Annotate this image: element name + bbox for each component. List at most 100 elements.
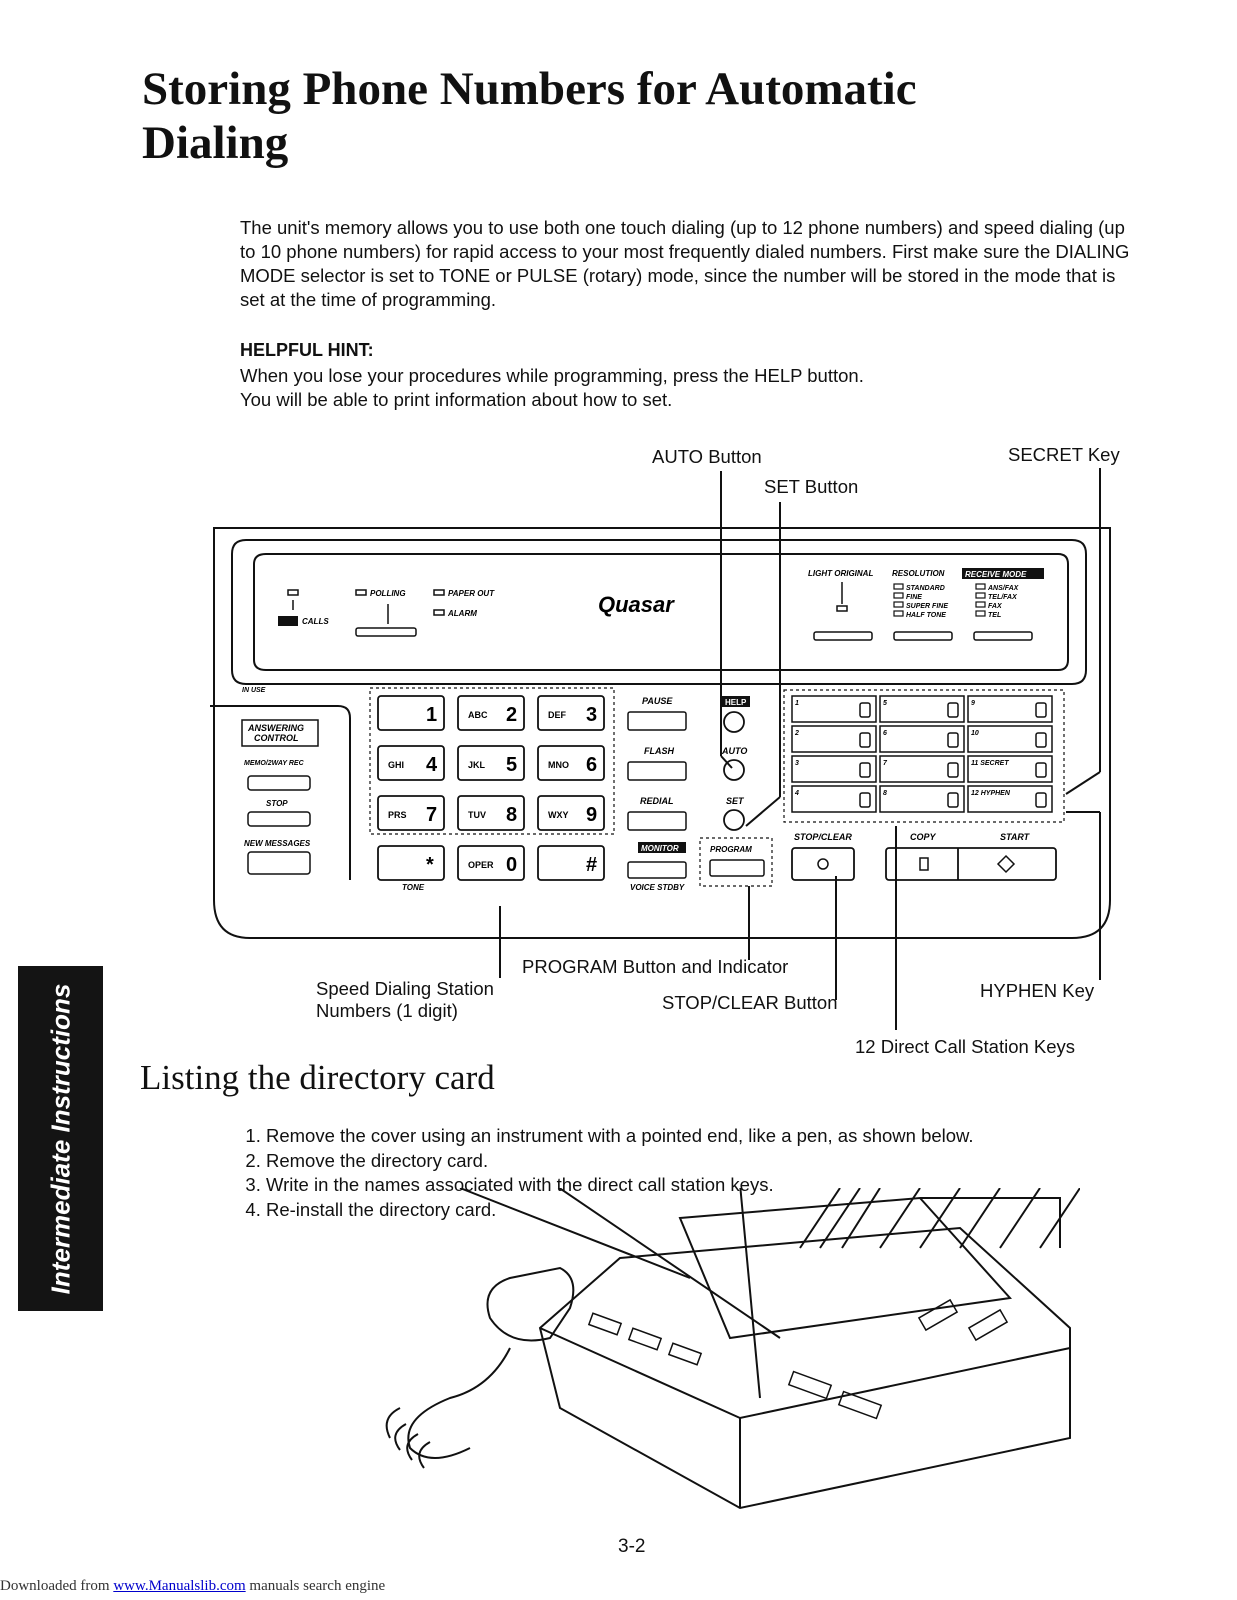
station-key-9[interactable]: 11 SECRET — [967, 755, 1053, 783]
res-super-fine: SUPER FINE — [906, 603, 948, 610]
svg-text:#: # — [586, 854, 597, 876]
svg-text:2: 2 — [794, 730, 799, 737]
callout-direct-keys: 12 Direct Call Station Keys — [855, 1036, 1076, 1057]
step-2: Remove the directory card. — [266, 1149, 974, 1174]
label-polling: POLLING — [370, 589, 406, 598]
svg-text:DEF: DEF — [548, 710, 567, 720]
page-title: Storing Phone Numbers for Automatic Dial… — [142, 63, 917, 169]
label-stop-clear: STOP/CLEAR — [794, 832, 852, 842]
station-key-8[interactable]: 7 — [879, 755, 965, 783]
footer-suffix: manuals search engine — [245, 1578, 386, 1594]
station-key-1[interactable]: 1 — [791, 695, 877, 723]
svg-text:8: 8 — [506, 804, 517, 826]
svg-text:6: 6 — [883, 730, 887, 737]
redial-button[interactable] — [627, 811, 687, 831]
label-help: HELP — [725, 698, 747, 707]
svg-text:11 SECRET: 11 SECRET — [971, 760, 1009, 767]
station-key-4[interactable]: 2 — [791, 725, 877, 753]
help-button[interactable] — [723, 711, 745, 733]
monitor-button[interactable] — [627, 861, 687, 879]
svg-text:8: 8 — [883, 790, 887, 797]
rx-ansfax: ANS/FAX — [987, 585, 1020, 592]
stop-clear-button[interactable] — [791, 847, 855, 881]
side-tab: Intermediate Instructions — [18, 966, 103, 1311]
station-key-10[interactable]: 4 — [791, 785, 877, 813]
svg-text:WXY: WXY — [548, 810, 569, 820]
station-key-7[interactable]: 3 — [791, 755, 877, 783]
memo-button[interactable] — [247, 775, 311, 791]
hint-line-1: When you lose your procedures while prog… — [240, 365, 864, 386]
svg-text:1: 1 — [426, 704, 437, 726]
auto-button[interactable] — [723, 759, 745, 781]
label-receive-mode: RECEIVE MODE — [965, 570, 1027, 579]
stop-button[interactable] — [247, 811, 311, 827]
keypad-key-3[interactable]: DEF 3 — [537, 695, 605, 731]
side-tab-label: Intermediate Instructions — [45, 983, 75, 1294]
flash-button[interactable] — [627, 761, 687, 781]
start-button[interactable] — [996, 854, 1016, 874]
svg-text:5: 5 — [883, 700, 887, 707]
keypad-key-hash[interactable]: # — [537, 845, 605, 881]
res-half-tone: HALF TONE — [906, 612, 946, 619]
label-memo: MEMO/2WAY REC — [244, 760, 305, 767]
pause-button[interactable] — [627, 711, 687, 731]
new-messages-button[interactable] — [247, 851, 311, 875]
callout-speed-dial-line-1: Speed Dialing Station — [316, 978, 494, 999]
section-heading: Listing the directory card — [140, 1058, 495, 1097]
svg-text:9: 9 — [586, 804, 597, 826]
intro-paragraph: The unit's memory allows you to use both… — [240, 217, 1130, 310]
keypad-key-9[interactable]: WXY 9 — [537, 795, 605, 831]
step-4: Re-install the directory card. — [266, 1198, 974, 1223]
svg-text:7: 7 — [426, 804, 437, 826]
keypad-key-1[interactable]: 1 — [377, 695, 445, 731]
copy-button[interactable] — [919, 857, 929, 871]
label-voice-stdby: VOICE STDBY — [630, 883, 685, 892]
callout-speed-dial: Speed Dialing Station Numbers (1 digit) — [316, 978, 494, 1022]
svg-text:GHI: GHI — [388, 760, 404, 770]
svg-text:9: 9 — [971, 700, 975, 707]
hint-heading: HELPFUL HINT: — [240, 340, 374, 360]
label-pause: PAUSE — [642, 696, 673, 706]
label-in-use: IN USE — [242, 687, 266, 694]
set-button[interactable] — [723, 809, 745, 831]
rx-tel: TEL — [988, 612, 1001, 619]
keypad-key-star[interactable]: * — [377, 845, 445, 881]
program-button[interactable] — [709, 859, 765, 877]
callout-stop-clear: STOP/CLEAR Button — [662, 992, 838, 1013]
label-resolution: RESOLUTION — [892, 569, 945, 578]
svg-text:3: 3 — [586, 704, 597, 726]
footer-link[interactable]: www.Manualslib.com — [113, 1578, 246, 1594]
svg-text:ABC: ABC — [468, 710, 488, 720]
station-key-2[interactable]: 5 — [879, 695, 965, 723]
hint-text: When you lose your procedures while prog… — [240, 364, 1140, 412]
svg-text:MNO: MNO — [548, 760, 569, 770]
callout-speed-dial-line-2: Numbers (1 digit) — [316, 1000, 458, 1021]
keypad-key-8[interactable]: TUV 8 — [457, 795, 525, 831]
callout-auto-button: AUTO Button — [652, 446, 762, 467]
svg-text:10: 10 — [971, 730, 979, 737]
label-start: START — [1000, 832, 1031, 842]
station-key-11[interactable]: 8 — [879, 785, 965, 813]
station-key-3[interactable]: 9 — [967, 695, 1053, 723]
footer: Downloaded from www.Manualslib.com manua… — [0, 1578, 385, 1595]
step-3: Write in the names associated with the d… — [266, 1173, 974, 1198]
callout-lines — [499, 468, 1101, 1030]
svg-text:7: 7 — [883, 760, 888, 767]
label-set: SET — [726, 796, 745, 806]
station-key-12[interactable]: 12 HYPHEN — [967, 785, 1053, 813]
station-key-5[interactable]: 6 — [879, 725, 965, 753]
svg-text:12 HYPHEN: 12 HYPHEN — [971, 790, 1011, 797]
station-key-6[interactable]: 10 — [967, 725, 1053, 753]
rx-fax: FAX — [988, 603, 1003, 610]
label-answering: ANSWERING — [247, 723, 304, 733]
hint-line-2: You will be able to print information ab… — [240, 389, 673, 410]
svg-text:TUV: TUV — [468, 810, 486, 820]
svg-text:*: * — [426, 854, 434, 876]
